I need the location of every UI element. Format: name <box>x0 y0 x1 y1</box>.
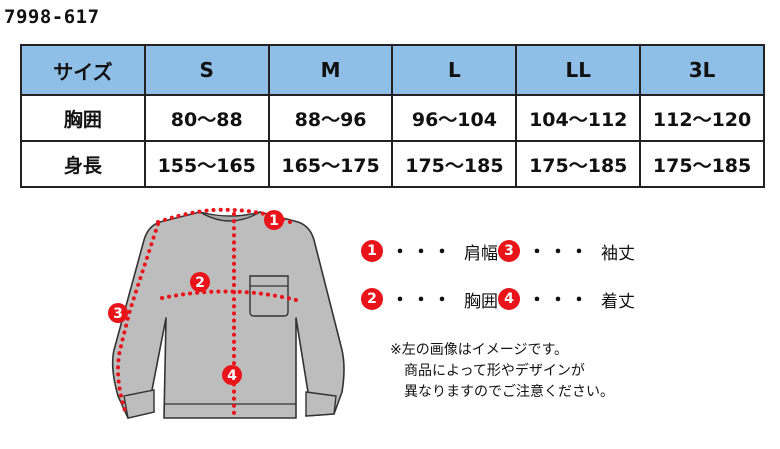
legend-item-length: 4 ・・・ 着丈 <box>498 286 635 312</box>
right-cuff <box>305 391 337 417</box>
legend-dots: ・・・ <box>528 290 591 311</box>
table-row: 胸囲 80〜88 88〜96 96〜104 104〜112 112〜120 <box>20 94 765 142</box>
left-cuff <box>123 389 155 419</box>
size-col-m: M <box>267 44 394 96</box>
legend-item-chest: 2 ・・・ 胸囲 <box>361 286 498 312</box>
svg-text:1: 1 <box>269 213 279 229</box>
size-col-l: L <box>391 44 518 96</box>
table-row: 身長 155〜165 165〜175 175〜185 175〜185 175〜1… <box>20 140 765 188</box>
svg-text:4: 4 <box>227 368 237 384</box>
legend-item-sleeve: 3 ・・・ 袖丈 <box>498 238 635 264</box>
size-header-label: サイズ <box>20 44 146 96</box>
legend-label: 袖丈 <box>601 243 635 264</box>
svg-text:2: 2 <box>195 275 205 291</box>
legend-label: 着丈 <box>601 291 635 312</box>
size-col-ll: LL <box>515 44 642 96</box>
size-chart-table: サイズ S M L LL 3L 胸囲 80〜88 88〜96 96〜104 10… <box>20 44 765 188</box>
table-cell: 165〜175 <box>267 140 394 188</box>
size-col-3l: 3L <box>639 44 765 96</box>
note-line-2: 商品によって形やデザインが <box>404 363 585 379</box>
legend-dots: ・・・ <box>528 242 591 263</box>
table-cell: 80〜88 <box>143 94 270 142</box>
legend-badge: 3 <box>498 240 520 262</box>
marker-1: 1 <box>264 210 284 230</box>
table-cell: 155〜165 <box>143 140 270 188</box>
shirt-measurement-diagram: 1 2 3 4 <box>108 207 345 419</box>
svg-text:3: 3 <box>113 306 123 322</box>
legend-badge: 1 <box>361 240 383 262</box>
table-cell: 96〜104 <box>391 94 518 142</box>
legend-item-shoulder: 1 ・・・ 肩幅 <box>361 238 498 264</box>
shirt-illustration <box>111 211 345 419</box>
marker-4: 4 <box>222 365 242 385</box>
sleeve-measure-line <box>116 222 160 416</box>
legend-badge: 2 <box>361 288 383 310</box>
table-cell: 112〜120 <box>639 94 765 142</box>
table-cell: 104〜112 <box>515 94 642 142</box>
legend-dots: ・・・ <box>391 290 454 311</box>
table-cell: 175〜185 <box>639 140 765 188</box>
legend-dots: ・・・ <box>391 242 454 263</box>
image-disclaimer-note: ※左の画像はイメージです。 商品によって形やデザインが 異なりますのでご注意くだ… <box>390 340 614 403</box>
size-col-s: S <box>143 44 270 96</box>
product-code: 7998-617 <box>4 6 100 28</box>
table-cell: 175〜185 <box>391 140 518 188</box>
legend-label: 肩幅 <box>464 243 498 264</box>
table-cell: 88〜96 <box>267 94 394 142</box>
size-header-row: サイズ S M L LL 3L <box>20 44 765 96</box>
marker-2: 2 <box>190 272 210 292</box>
row-label-chest: 胸囲 <box>20 94 146 142</box>
row-label-height: 身長 <box>20 140 146 188</box>
marker-3: 3 <box>108 303 128 323</box>
legend-label: 胸囲 <box>464 291 498 312</box>
note-line-3: 異なりますのでご注意ください。 <box>404 384 614 400</box>
legend-badge: 4 <box>498 288 520 310</box>
note-line-1: ※左の画像はイメージです。 <box>390 342 569 358</box>
collar <box>199 211 261 222</box>
chest-measure-line <box>160 289 298 302</box>
table-cell: 175〜185 <box>515 140 642 188</box>
